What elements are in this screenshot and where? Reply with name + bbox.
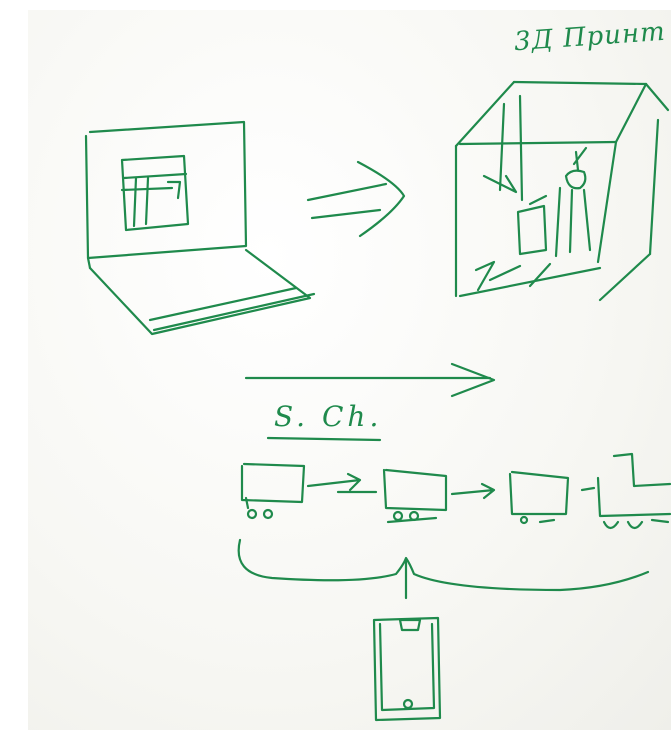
truck-1-drawing: [242, 464, 304, 518]
printer-drawing: [456, 82, 668, 300]
supply-chain-drawing: [242, 454, 670, 528]
chain-arrow-1: [308, 474, 360, 490]
truck-3-drawing: [510, 472, 568, 523]
laptop-drawing: [86, 122, 314, 334]
chain-dash: [582, 488, 594, 490]
label-underline: [268, 438, 380, 440]
supply-chain-label: S. Ch.: [274, 400, 382, 433]
double-arrow-drawing: [308, 162, 404, 236]
laptop-screen-model-icon: [122, 156, 188, 230]
long-arrow-drawing: [246, 364, 494, 396]
truck-4-drawing: [598, 454, 670, 528]
curly-brace-drawing: [239, 540, 648, 590]
chain-arrow-2: [452, 484, 494, 498]
truck-2-drawing: [384, 470, 446, 522]
smartphone-drawing: [374, 618, 440, 720]
